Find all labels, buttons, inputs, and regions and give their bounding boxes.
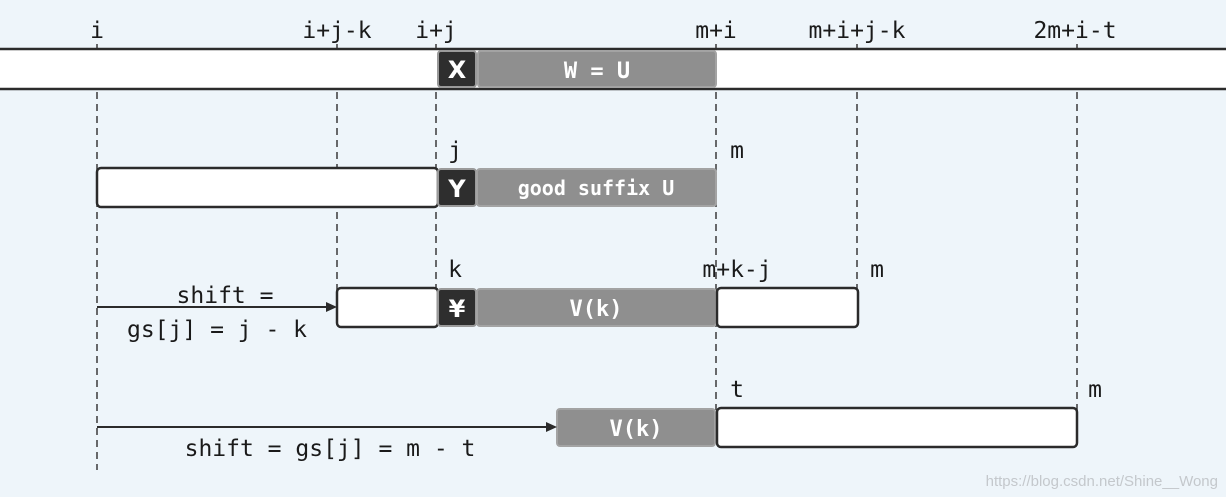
shift-label-row4: shift = gs[j] = m - t (185, 436, 476, 462)
pattern-prefix (95, 166, 440, 209)
label-m-row2: m (730, 138, 744, 164)
guide-lines (96, 44, 1078, 470)
shifted-prefix (335, 286, 440, 329)
mismatch-char-x (437, 50, 477, 88)
shifted-suffix (715, 286, 860, 329)
shift-arrowhead-row3 (326, 302, 337, 312)
shift-arrowhead-row4 (546, 422, 557, 432)
label-t: t (730, 377, 744, 403)
label-k: k (448, 257, 462, 283)
block-v-k-row3-label: V(k) (570, 297, 623, 322)
label-2m-i-t: 2m+i-t (1033, 18, 1116, 44)
shift-label-row3-line2: gs[j] = j - k (127, 317, 307, 343)
block-good-suffix-label: good suffix U (518, 176, 675, 200)
shifted-pattern-rest (715, 406, 1079, 449)
block-v-k-row4-label: V(k) (610, 417, 663, 442)
watermark: https://blog.csdn.net/Shine__Wong (986, 473, 1218, 490)
block-w-u-label: W = U (564, 59, 630, 84)
block-v-k-row4 (556, 408, 716, 447)
block-w-equals-u (477, 50, 717, 88)
top-labels: i i+j-k i+j m+i m+i+j-k 2m+i-t (90, 18, 1116, 44)
label-m-i-j-k: m+i+j-k (809, 18, 906, 44)
row-case-vk: k m+k-j m ¥ V(k) shift = gs[j] = j - k (97, 257, 884, 343)
row-case-prefix: t m V(k) shift = gs[j] = m - t (97, 377, 1102, 462)
row-pattern: j m Y good suffix U (95, 138, 744, 209)
label-m-row4: m (1088, 377, 1102, 403)
label-m-k-j: m+k-j (702, 257, 771, 283)
label-i: i (90, 18, 104, 44)
block-good-suffix (476, 168, 717, 207)
label-j: j (448, 138, 462, 164)
label-m-row3: m (870, 257, 884, 283)
char-x-label: X (448, 56, 467, 84)
label-i-j-k: i+j-k (302, 18, 371, 44)
label-i-j: i+j (415, 18, 457, 44)
char-y-label: Y (447, 175, 466, 203)
char-yen-label: ¥ (449, 295, 466, 323)
label-m-i: m+i (695, 18, 737, 44)
row-text: X W = U (0, 47, 1226, 91)
shift-label-row3-line1: shift = (177, 283, 274, 309)
